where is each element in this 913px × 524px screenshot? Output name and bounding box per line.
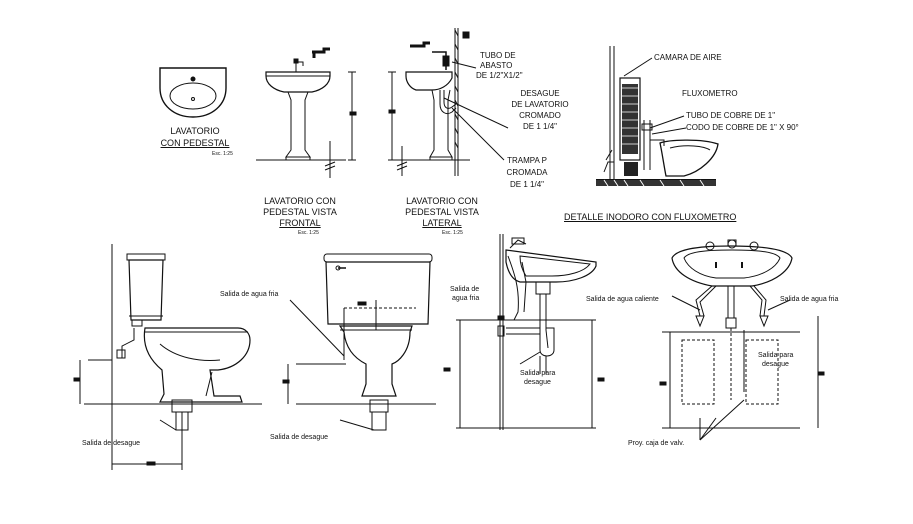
- trampa-label-2: CROMADA: [506, 168, 548, 177]
- lav2-desague-label-2: desague: [762, 361, 789, 368]
- lav-plan-title-2: CON PEDESTAL: [160, 138, 230, 148]
- lav2-agua-fria-label: Salida de agua fria: [780, 296, 839, 303]
- lavatorio-frontal-elevation: [256, 47, 357, 178]
- trampa-label-1: TRAMPA P: [507, 156, 547, 165]
- tubo-abasto-label-3: DE 1/2"X1/2": [476, 71, 523, 80]
- lav-front-title-3: FRONTAL: [279, 218, 321, 228]
- trampa-label-3: DE 1 1/4": [510, 180, 544, 189]
- lav-side-title-3: LATERAL: [422, 218, 462, 228]
- wc-front-elevation: [282, 253, 436, 431]
- wc-side-desague-label: Salida de desague: [82, 440, 140, 447]
- tubo-abasto-label-2: ABASTO: [480, 61, 513, 70]
- sink-desague-label-1: Salida para: [520, 370, 556, 377]
- lav-plan-title-1: LAVATORIO: [170, 126, 220, 136]
- tubo-cobre-label: TUBO DE COBRE DE 1": [686, 111, 776, 120]
- fluxometro-detail: [596, 46, 719, 187]
- desague-label-3: CROMADO: [519, 111, 561, 120]
- wc-side-elevation: [73, 244, 345, 470]
- sink-desague-label-2: desague: [524, 379, 551, 386]
- lav-side-title-2: PEDESTAL VISTA: [405, 207, 479, 217]
- desague-label-4: DE 1 1/4": [523, 122, 557, 131]
- lavatorio-lateral-elevation: [388, 28, 509, 176]
- lavatorio-wall-elevation: [659, 239, 825, 441]
- lav-front-scale: Esc. 1:25: [298, 230, 319, 236]
- sink-wall-elevation: [443, 234, 605, 430]
- desague-label-1: DESAGUE: [520, 89, 560, 98]
- camara-aire-label: CAMARA DE AIRE: [654, 53, 722, 62]
- lav2-agua-caliente-label: Salida de agua caliente: [586, 296, 659, 303]
- sink-agua-fria-label-1: Salida de: [450, 286, 480, 293]
- lav2-desague-label-1: Salida para: [758, 352, 794, 359]
- fluxometro-label: FLUXOMETRO: [682, 89, 738, 98]
- lav-front-title-2: PEDESTAL VISTA: [263, 207, 337, 217]
- lav2-caja-label: Proy. caja de valv.: [628, 440, 685, 447]
- desague-label-2: DE LAVATORIO: [511, 100, 569, 109]
- lav-side-scale: Esc. 1:25: [442, 230, 463, 236]
- lav-plan-scale: Esc. 1:25: [212, 151, 233, 157]
- lavatorio-plan: [159, 67, 227, 118]
- lav-side-title-1: LAVATORIO CON: [406, 196, 478, 206]
- sink-agua-fria-label-2: agua fria: [452, 295, 480, 302]
- detalle-inodoro-title: DETALLE INODORO CON FLUXOMETRO: [564, 212, 737, 222]
- codo-cobre-label: CODO DE COBRE DE 1" X 90°: [686, 123, 799, 132]
- wc-front-desague-label: Salida de desague: [270, 434, 328, 441]
- tubo-abasto-label-1: TUBO DE: [480, 51, 516, 60]
- lav-front-title-1: LAVATORIO CON: [264, 196, 336, 206]
- wc-side-agua-fria-label: Salida de agua fria: [220, 291, 279, 298]
